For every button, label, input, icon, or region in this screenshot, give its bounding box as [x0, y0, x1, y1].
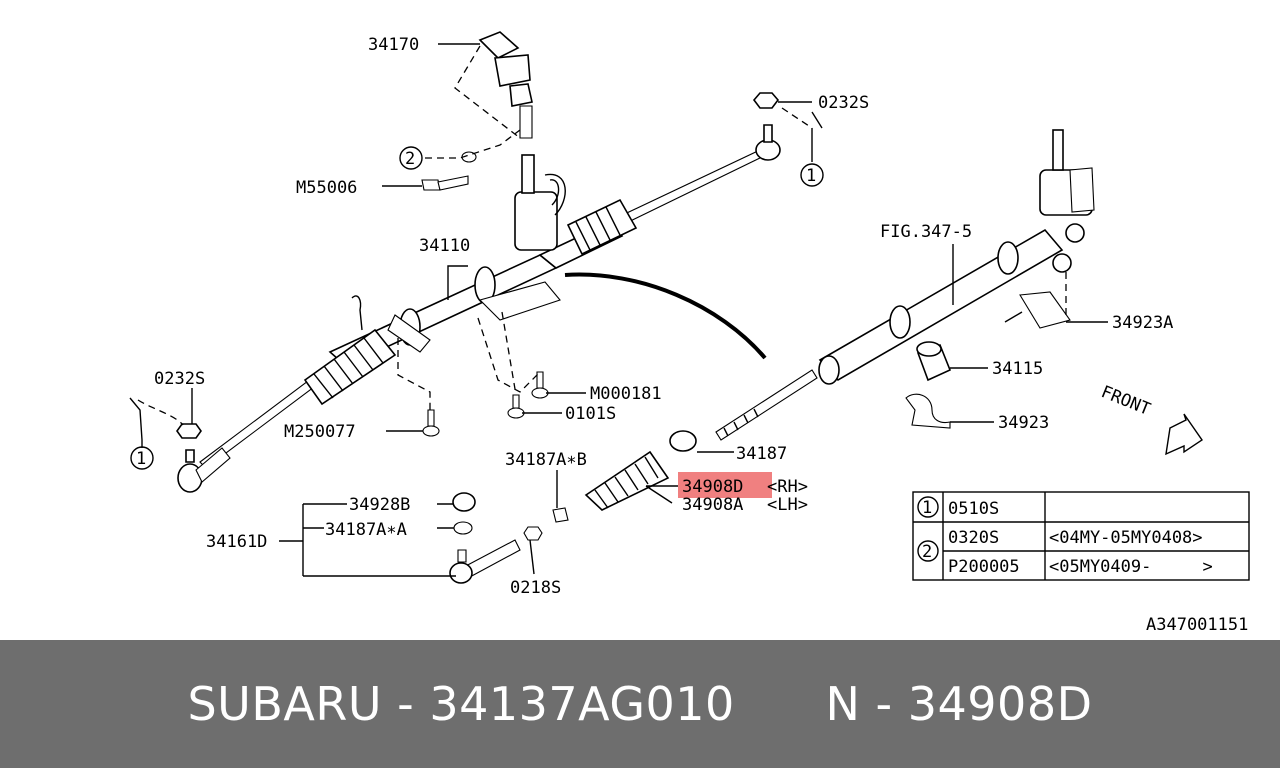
right-boot-bellows [566, 198, 638, 256]
table-code-0320S: 0320S [948, 528, 999, 548]
label-34115: 34115 [992, 359, 1043, 379]
ref-circle-1-top [800, 163, 824, 187]
reference-table: 1 2 0510S 0320S <04MY-05MY0408> P200005 … [912, 491, 1250, 581]
front-label: FRONT [1098, 382, 1153, 420]
table-ref-1: 1 [922, 498, 932, 518]
table-note-05MY: <05MY0409- > [1049, 557, 1213, 577]
label-0232s-top: 0232S [818, 93, 869, 113]
highlight-34908D [678, 472, 772, 498]
label-fig-347-5: FIG.347-5 [880, 222, 972, 242]
label-M000181: M000181 [590, 384, 662, 404]
label-34908D-side: <RH> [767, 477, 808, 497]
table-note-04MY: <04MY-05MY0408> [1049, 528, 1203, 548]
part-number-banner: SUBARU - 34137AG010 N - 34908D [0, 640, 1280, 768]
exploded-rack-assembly [449, 129, 1095, 584]
table-code-0510S: 0510S [948, 499, 999, 519]
label-M250077: M250077 [284, 422, 356, 442]
part-labels: 34170 0232S 1 2 M55006 34110 FIG.347-5 3… [130, 35, 1248, 635]
right-tie-rod-end [755, 124, 781, 161]
ref-1-left: 1 [136, 449, 146, 469]
label-34187A-B: 34187A∗B [505, 450, 587, 470]
label-34923A: 34923A [1112, 313, 1173, 333]
label-0101S: 0101S [565, 404, 616, 424]
left-boot-bellows [303, 328, 397, 406]
label-34923: 34923 [998, 413, 1049, 433]
label-34187: 34187 [736, 444, 787, 464]
front-arrow-icon [1165, 413, 1203, 456]
left-tie-rod-end [177, 447, 231, 493]
table-code-P200005: P200005 [948, 557, 1020, 577]
ref-1-top: 1 [806, 166, 816, 186]
label-34187A-A: 34187A∗A [325, 520, 407, 540]
label-34908A-side: <LH> [767, 495, 808, 515]
banner-title: SUBARU - 34137AG010 N - 34908D [187, 677, 1093, 731]
leader-lines [129, 43, 1108, 577]
label-34928B: 34928B [349, 495, 410, 515]
diagram-code: A347001151 [1146, 615, 1248, 635]
universal-joint-34170 [478, 31, 533, 139]
label-34908A: 34908A [682, 495, 743, 515]
label-34161D: 34161D [206, 532, 267, 552]
parts-diagram: 34170 0232S 1 2 M55006 34110 FIG.347-5 3… [129, 31, 1250, 635]
label-34110: 34110 [419, 236, 470, 256]
boot-34908D-part [584, 450, 670, 511]
steering-gearbox-assembly [176, 92, 781, 493]
ref-circle-2 [399, 146, 423, 170]
ref-2: 2 [405, 149, 415, 169]
label-0218S: 0218S [510, 578, 561, 598]
table-ref-2: 2 [922, 542, 932, 562]
label-M55006: M55006 [296, 178, 357, 198]
ref-circle-1-left [130, 446, 154, 470]
label-0232s-left: 0232S [154, 369, 205, 389]
label-34908D: 34908D [682, 477, 743, 497]
label-34170: 34170 [368, 35, 419, 55]
